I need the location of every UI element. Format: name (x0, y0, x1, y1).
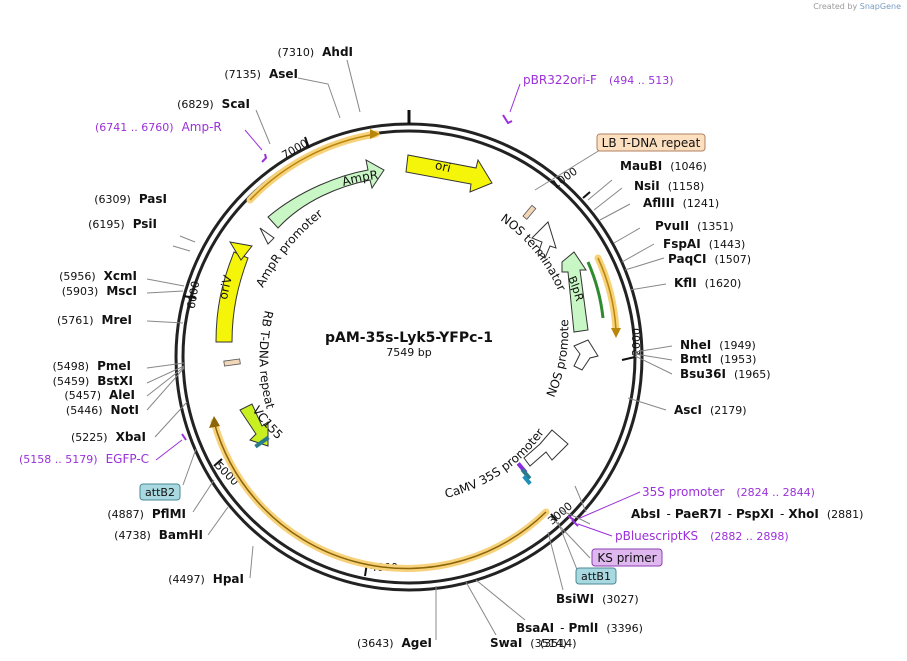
enzyme-labels-right: SwaI(3514) MauBI(1046) NsiI(1158) AflIII… (490, 159, 863, 650)
enzyme-xcmi: (5956)XcmI (59, 269, 137, 283)
rb-tdna-repeat-marker[interactable] (223, 358, 241, 367)
snapgene-credit: Created by SnapGene (813, 2, 901, 11)
enzyme-swai: SwaI(3514) (490, 636, 567, 650)
enzyme-psii: (6195)PsiI (88, 217, 157, 231)
orf-line-blpr (597, 257, 617, 331)
oriv-label: oriV (216, 273, 235, 300)
lb-tdna-box-label: LB T-DNA repeat (602, 136, 701, 150)
lb-tdna-box: LB T-DNA repeat (596, 133, 706, 152)
primer-leaders (155, 83, 641, 537)
enzyme-nhei: NheI(1949) (680, 338, 756, 352)
orf-line-lyk5 (213, 421, 547, 570)
enzyme-pflmi: (4887)PflMI (107, 507, 186, 521)
enzyme-bsaai-group: BsaAI-PmlI(3396) (516, 621, 643, 635)
enzyme-ahdi: (7310)AhdI (278, 45, 353, 59)
enzyme-hpai: (4497)HpaI (168, 572, 244, 586)
primer-labels: pBR322ori-F(494 .. 513) (6741 .. 6760)Am… (19, 73, 815, 543)
orf-line-ampr (249, 133, 377, 201)
rb-tdna-label: RB T-DNA repeat (257, 309, 278, 410)
enzyme-alei: (5457)AleI (64, 388, 135, 402)
enzyme-bmti: BmtI(1953) (680, 352, 756, 366)
enzyme-swai-pos: (3514) (540, 637, 577, 650)
nos-terminator-arrow[interactable] (531, 221, 557, 259)
primer-egfp-c: (5158 .. 5179)EGFP-C (19, 452, 149, 466)
orf-arrowhead-ampr (370, 129, 380, 139)
enzyme-labels-left: (7310)AhdI (7135)AseI (6829)ScaI (6309)P… (53, 45, 432, 650)
primer-amp-r: (6741 .. 6760)Amp-R (95, 120, 222, 134)
enzyme-asei: (7135)AseI (224, 67, 298, 81)
orf-arrowhead-lyk5 (209, 416, 220, 428)
attb2-box-label: attB2 (145, 486, 175, 499)
oriv-arrowhead (228, 241, 253, 261)
ori-label: ori (434, 158, 452, 175)
nos-terminator-label: NOS terminator (498, 211, 569, 293)
attb1-box: attB1 (575, 567, 617, 585)
blpr-green-line (586, 261, 605, 319)
enzyme-bsu36i: Bsu36I(1965) (680, 367, 771, 381)
ampr-promoter-label: AmpR promoter (253, 206, 325, 289)
enzyme-pasi: (6309)PasI (94, 192, 167, 206)
blpr-arrow[interactable] (561, 251, 589, 333)
enzyme-xbai: (5225)XbaI (71, 430, 146, 444)
att-site-markers (516, 462, 532, 486)
enzyme-scai: (6829)ScaI (177, 97, 250, 111)
enzyme-afliii: AflIII(1241) (643, 196, 719, 210)
vc155-arrow[interactable] (239, 403, 269, 447)
enzyme-noti: (5446)NotI (66, 403, 139, 417)
enzyme-bamhi: (4738)BamHI (114, 528, 203, 542)
tick-label-6000: 6000 (185, 280, 203, 310)
ks-primer-box-label: KS primer (597, 551, 656, 565)
ampr-arrow[interactable] (267, 159, 385, 229)
lb-tdna-marker[interactable] (522, 204, 537, 220)
enzyme-bstxi: (5459)BstXI (53, 374, 133, 388)
enzyme-msci: (5903)MscI (62, 284, 137, 298)
primer-markers (181, 114, 579, 527)
attb1-box-label: attB1 (581, 570, 611, 583)
nos-promoter-arrow[interactable] (573, 339, 599, 371)
enzyme-agei: (3643)AgeI (357, 636, 432, 650)
enzyme-absi-group: AbsI-PaeR7I-PspXI-XhoI(2881) (631, 507, 863, 521)
primer-pbluescriptks: pBluescriptKS(2882 .. 2898) (615, 529, 789, 543)
enzyme-fspai: FspAI(1443) (663, 237, 745, 251)
ks-primer-box: KS primer (591, 548, 663, 567)
enzyme-bsiwi: BsiWI(3027) (556, 592, 639, 606)
scale-ticks (182, 136, 636, 577)
enzyme-pvuii: PvuII(1351) (655, 219, 734, 233)
enzyme-asci: AscI(2179) (674, 403, 747, 417)
vc155-marker (254, 435, 270, 449)
oriv-arrow[interactable] (215, 251, 249, 343)
tick-label-2000: 2000 (630, 328, 643, 356)
primer-35s-promoter: 35S promoter(2824 .. 2844) (642, 485, 815, 499)
leader-lines (146, 59, 673, 640)
ori-arrow[interactable] (405, 154, 493, 193)
enzyme-mrei: (5761)MreI (57, 313, 132, 327)
orf-arrowhead-blpr (611, 328, 621, 338)
enzyme-paqci: PaqCI(1507) (668, 252, 751, 266)
primer-pbr322ori-f: pBR322ori-F(494 .. 513) (523, 73, 674, 87)
orf-highlight-blpr (594, 254, 620, 334)
enzyme-pmei: (5498)PmeI (53, 359, 131, 373)
ampr-promoter-arrow[interactable] (259, 227, 275, 245)
camv35s-promoter-arrow[interactable] (523, 429, 569, 467)
enzyme-maubi: MauBI(1046) (620, 159, 707, 173)
enzyme-nsii: NsiI(1158) (634, 179, 704, 193)
enzyme-kfli: KflI(1620) (674, 276, 741, 290)
snapgene-brand: SnapGene (859, 2, 901, 11)
plasmid-size: 7549 bp (386, 346, 431, 359)
plasmid-name: pAM-35s-Lyk5-YFPc-1 (325, 330, 493, 346)
attb2-box: attB2 (139, 483, 181, 501)
